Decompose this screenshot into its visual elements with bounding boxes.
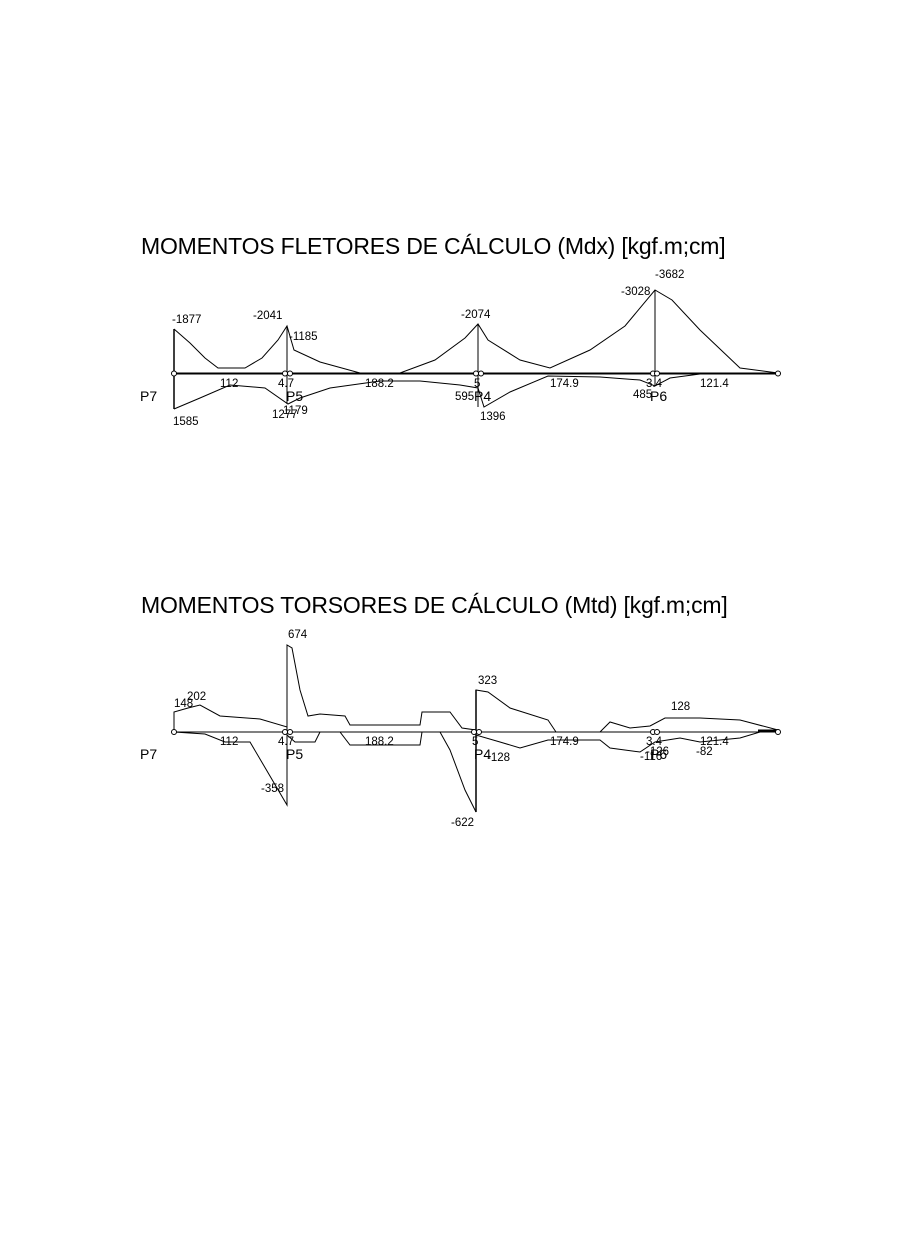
- mtd-node: [775, 729, 781, 735]
- mdx-span-label: 3.4: [646, 378, 663, 390]
- mtd-value-label: -82: [696, 746, 713, 758]
- mdx-value-label: 595: [455, 391, 474, 403]
- mdx-node: [282, 370, 288, 377]
- mdx-span-label: 121.4: [700, 378, 729, 390]
- mdx-value-label: 485: [633, 389, 652, 401]
- mtd-span-label: 112: [220, 736, 238, 748]
- mtd-node: [471, 729, 477, 735]
- mtd-value-label: -126: [646, 746, 669, 758]
- mdx-node: [478, 370, 484, 377]
- mdx-node: [473, 370, 479, 377]
- mtd-support-label: P5: [286, 746, 303, 762]
- mdx-span-label: 188.2: [365, 378, 394, 390]
- mtd-span-label: 4.7: [278, 736, 294, 748]
- mdx-value-label: -2041: [253, 310, 282, 322]
- mdx-span-label: 4.7: [278, 378, 294, 390]
- mtd-span-label: 5: [472, 736, 478, 748]
- mdx-value-label: -2074: [461, 309, 491, 321]
- mtd-support-label: P7: [140, 746, 157, 762]
- mdx-span-label: 174.9: [550, 378, 579, 390]
- mtd-labels: P7 P5 P4 P6 112 4.7 188.2 5 174.9 3.4 12…: [140, 629, 729, 829]
- mdx-value-label: 1277: [272, 409, 298, 421]
- mtd-node: [282, 729, 288, 735]
- mtd-value-label: 148: [174, 698, 193, 710]
- mdx-value-label: 1585: [173, 416, 199, 428]
- mtd-node: [476, 729, 482, 735]
- mtd-value-label: 202: [187, 691, 206, 703]
- mtd-node: [287, 729, 293, 735]
- mdx-support-label: P6: [650, 388, 667, 404]
- mtd-node: [654, 729, 660, 735]
- mtd-support-label: P4: [474, 746, 491, 762]
- mtd-span-label: 121.4: [700, 736, 729, 748]
- mtd-span-label: 174.9: [550, 736, 579, 748]
- mdx-node: [775, 370, 781, 377]
- mtd-value-label: 128: [671, 701, 690, 713]
- mtd-value-label: -622: [451, 817, 474, 829]
- mdx-node: [287, 370, 293, 377]
- mtd-diagram: [171, 644, 781, 813]
- mtd-node: [171, 729, 177, 735]
- mdx-diagram: [171, 289, 781, 410]
- mtd-span-label: 3.4: [646, 736, 663, 748]
- mtd-title: MOMENTOS TORSORES DE CÁLCULO (Mtd) [kgf.…: [141, 592, 728, 618]
- mtd-value-label: 674: [288, 629, 308, 641]
- mdx-title: MOMENTOS FLETORES DE CÁLCULO (Mdx) [kgf.…: [141, 233, 726, 259]
- mdx-node: [171, 370, 177, 377]
- mtd-value-label: -358: [261, 783, 284, 795]
- mdx-value-label: 1179: [283, 405, 308, 417]
- mdx-node: [654, 370, 660, 377]
- mdx-labels: P7 P5 P4 P6 112 4.7 188.2 5 174.9 3.4 12…: [140, 269, 729, 428]
- mtd-value-label: -116: [640, 751, 662, 763]
- mdx-value-label: -1877: [172, 314, 201, 326]
- mdx-upper-curve: [173, 289, 779, 374]
- mdx-span-label: 5: [474, 378, 480, 390]
- mtd-value-label: -128: [487, 752, 510, 764]
- mtd-support-label: P6: [650, 746, 667, 762]
- mdx-support-label: P5: [286, 388, 303, 404]
- mdx-value-label: -3028: [621, 286, 650, 298]
- mdx-value-label: 1396: [480, 411, 506, 423]
- mtd-upper-curve: [173, 644, 779, 733]
- mtd-span-label: 188.2: [365, 736, 394, 748]
- mdx-value-label: -3682: [655, 269, 684, 281]
- mtd-value-label: 323: [478, 675, 497, 687]
- mdx-support-label: P7: [140, 388, 157, 404]
- mdx-span-label: 112: [220, 378, 238, 390]
- mdx-value-label: -1185: [289, 331, 318, 343]
- mdx-support-label: P4: [474, 388, 491, 404]
